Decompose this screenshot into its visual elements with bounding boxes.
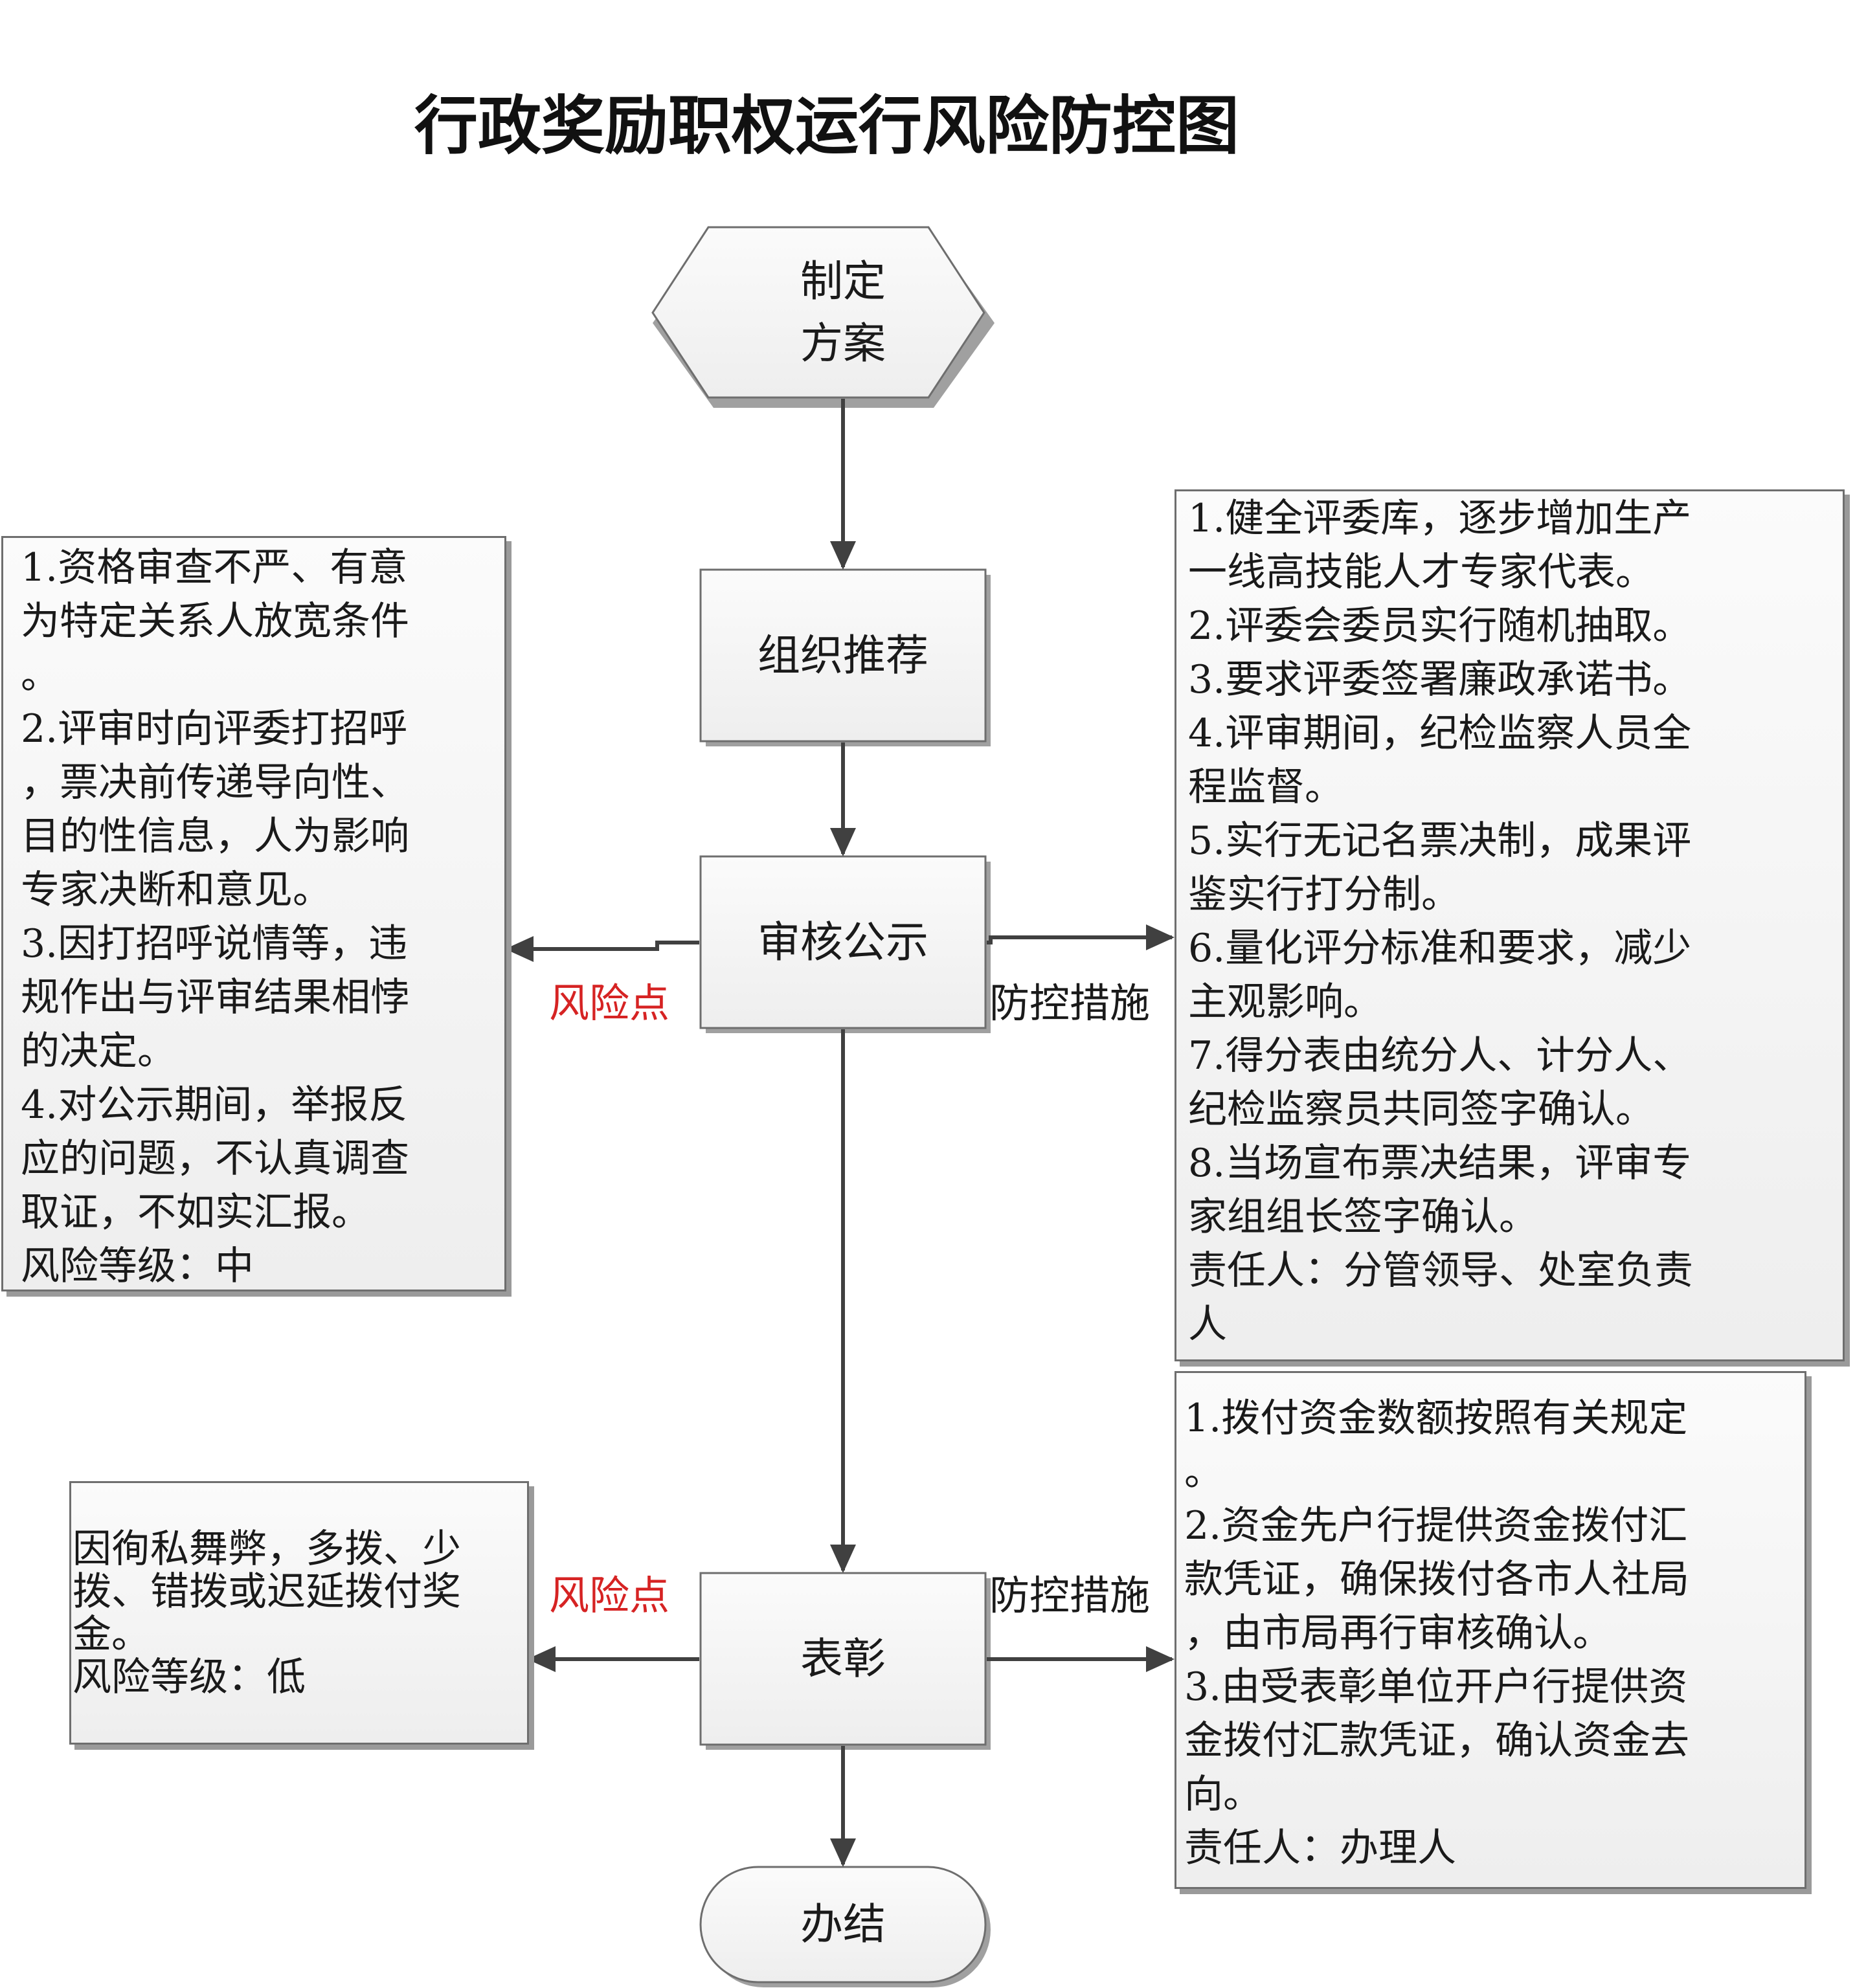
start-node-label: 制定 方案 [800,256,886,368]
review-control-line: 6.量化评分标准和要求，减少 [1188,926,1692,971]
review-risk-line: 取证，不如实汇报。 [21,1190,370,1235]
commend-control-responsible: 责任人：办理人 [1184,1826,1456,1871]
commend-control-line: 向。 [1184,1772,1262,1817]
review-control-line: 家组组长签字确认。 [1188,1194,1538,1240]
review-risk-line: 4.对公示期间，举报反 [21,1082,408,1128]
review-control-line: 程监督。 [1188,765,1343,810]
review-risk-line: 2.评审时向评委打招呼 [21,706,408,752]
review-control-line: 2.评委会委员实行随机抽取。 [1188,603,1692,649]
review-control-line: 一线高技能人才专家代表。 [1188,550,1654,595]
commend-risk-line: 金。 [73,1612,150,1657]
recommend-node-shape [699,568,987,743]
recommend-node-label: 组织推荐 [758,630,928,680]
review-risk-line: 规作出与评审结果相悖 [21,975,409,1020]
commend-control-line: 2.资金先户行提供资金拨付汇 [1184,1503,1688,1548]
review-risk-line: ，票决前传递导向性、 [21,760,409,805]
start-node-shape [651,226,985,399]
review-risk-line: 目的性信息，人为影响 [21,814,409,859]
review-control-line: 鉴实行打分制。 [1188,872,1460,917]
review-risk-line: 应的问题，不认真调查 [21,1136,409,1181]
commend-risk-point-label: 风险点 [549,1572,670,1619]
review-risk-line: 1.资格审查不严、有意 [21,545,408,590]
commend-node-shape [699,1572,987,1746]
commend-risk-text: 因徇私舞弊，多拨、少 拨、错拨或迟延拨付奖 金。 风险等级：低 [73,1528,461,1699]
review-risk-line: 专家决断和意见。 [21,867,332,913]
review-control-responsible: 人 [1188,1302,1227,1347]
arrow-review-to-risk [505,936,699,962]
commend-control-line: 3.由受表彰单位开户行提供资 [1184,1664,1688,1710]
review-control-measures-label: 防控措施 [989,979,1151,1027]
commend-node-label: 表彰 [800,1633,886,1684]
review-control-line: 主观影响。 [1188,979,1382,1025]
commend-risk-line: 因徇私舞弊，多拨、少 [73,1526,461,1572]
review-control-line: 纪检监察员共同签字确认。 [1188,1087,1654,1132]
commend-risk-box [69,1481,529,1745]
review-risk-level: 风险等级：中 [21,1244,254,1289]
review-control-line: 1.健全评委库，逐步增加生产 [1188,496,1692,541]
review-control-responsible: 责任人：分管领导、处室负责 [1188,1248,1693,1293]
review-control-text: 1.健全评委库，逐步增加生产 一线高技能人才专家代表。 2.评委会委员实行随机抽… [1188,492,1693,1352]
commend-control-line: 款凭证，确保拨付各市人社局 [1184,1557,1689,1602]
page-title: 行政奖励职权运行风险防控图 [414,89,1240,163]
arrow-review-to-control [987,924,1175,950]
commend-control-line: 1.拨付资金数额按照有关规定 [1184,1396,1688,1441]
end-node-label: 办结 [800,1899,886,1949]
end-node-shape [699,1866,987,1983]
review-node-label: 审核公示 [758,917,928,967]
commend-control-text: 1.拨付资金数额按照有关规定 。 2.资金先户行提供资金拨付汇 款凭证，确保拨付… [1184,1392,1689,1875]
review-control-box [1175,489,1845,1361]
commend-control-line: ，由市局再行审核确认。 [1184,1611,1612,1656]
review-risk-point-label: 风险点 [549,979,670,1027]
commend-risk-level: 风险等级：低 [73,1655,306,1700]
review-control-line: 5.实行无记名票决制，成果评 [1188,818,1692,864]
review-risk-text: 1.资格审查不严、有意 为特定关系人放宽条件 。 2.评审时向评委打招呼 ，票决… [21,541,409,1293]
commend-risk-line: 拨、错拨或迟延拨付奖 [73,1569,461,1614]
review-risk-line: 。 [21,653,60,698]
review-risk-line: 为特定关系人放宽条件 [21,599,409,644]
commend-control-line: 。 [1184,1449,1223,1495]
review-risk-line: 的决定。 [21,1029,176,1074]
commend-control-measures-label: 防控措施 [989,1572,1151,1619]
review-control-line: 8.当场宣布票决结果，评审专 [1188,1141,1692,1186]
review-control-line: 7.得分表由统分人、计分人、 [1188,1033,1692,1078]
review-control-line: 3.要求评委签署廉政承诺书。 [1188,657,1692,702]
review-node-shape [699,855,987,1029]
review-control-line: 4.评审期间，纪检监察人员全 [1188,711,1692,756]
review-risk-line: 3.因打招呼说情等，违 [21,921,408,966]
commend-control-box [1175,1371,1806,1889]
review-risk-box [1,536,506,1291]
commend-control-line: 金拨付汇款凭证，确认资金去 [1184,1718,1689,1763]
